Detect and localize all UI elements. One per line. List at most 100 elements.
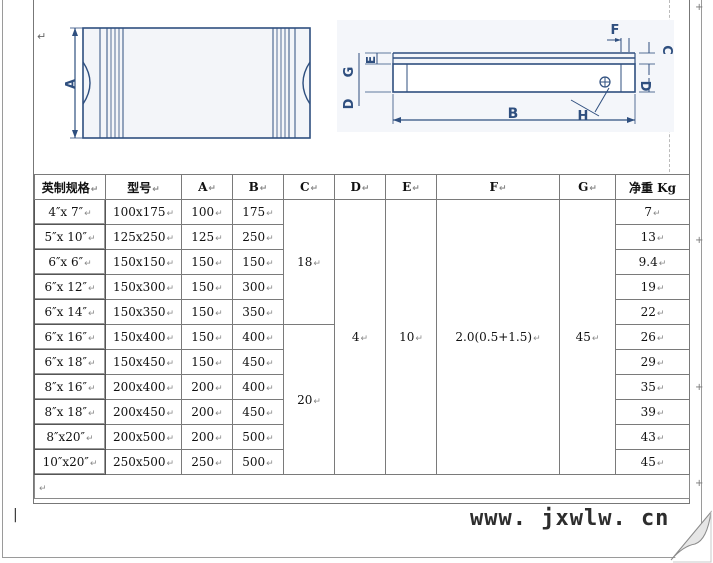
b-cell: 250↵ xyxy=(232,224,284,250)
dimension-label-h: H xyxy=(578,109,589,124)
paragraph-mark: ↵ xyxy=(37,30,47,43)
a-cell: 125↵ xyxy=(181,224,233,250)
weight-cell: 26↵ xyxy=(615,324,690,350)
b-cell: 450↵ xyxy=(232,349,284,375)
imperial-size-cell: 6″x 6″↵ xyxy=(34,249,106,275)
weight-cell: 45↵ xyxy=(615,449,690,475)
table-header-row: 英制规格↵ 型号↵ A↵ B↵ C↵ D↵ E↵ F↵ G↵ 净重 Kg xyxy=(34,174,690,200)
header-a: A↵ xyxy=(181,174,233,200)
model-cell: 125x250↵ xyxy=(105,224,182,250)
a-cell: 250↵ xyxy=(181,449,233,475)
table-row: 8″x 16″↵ 200x400↵ 200↵ 400↵ 35↵ xyxy=(34,374,690,400)
model-cell: 100x175↵ xyxy=(105,199,182,225)
dimension-label-c: C xyxy=(659,45,674,55)
a-cell: 200↵ xyxy=(181,399,233,425)
model-cell: 200x500↵ xyxy=(105,424,182,450)
f-cell: 2.0(0.5+1.5)↵ xyxy=(436,199,560,475)
g-cell: 45↵ xyxy=(559,199,616,475)
table-row: 6″x 6″↵ 150x150↵ 150↵ 150↵ 9.4↵ xyxy=(34,249,690,275)
dimension-label-f: F xyxy=(611,23,620,38)
c-cell-group-1: 18↵ xyxy=(283,199,335,325)
imperial-size-cell: 8″x 18″↵ xyxy=(34,399,106,425)
page-curl-decoration xyxy=(670,510,713,563)
table-row: 6″x 12″↵ 150x300↵ 150↵ 300↵ 19↵ xyxy=(34,274,690,300)
margin-mark: + xyxy=(695,2,704,13)
b-cell: 300↵ xyxy=(232,274,284,300)
page-border xyxy=(2,0,702,558)
b-cell: 500↵ xyxy=(232,424,284,450)
dimension-label-e: E xyxy=(364,56,378,64)
imperial-size-cell: 8″x20″↵ xyxy=(34,424,106,450)
document-frame xyxy=(33,0,690,504)
header-d: D↵ xyxy=(334,174,386,200)
table-row: 6″x 18″↵ 150x450↵ 150↵ 450↵ 29↵ xyxy=(34,349,690,375)
header-model: 型号↵ xyxy=(105,174,182,200)
b-cell: 150↵ xyxy=(232,249,284,275)
a-cell: 200↵ xyxy=(181,424,233,450)
dimension-label-d-left: D xyxy=(342,98,357,109)
imperial-size-cell: 4″x 7″↵ xyxy=(34,199,106,225)
margin-mark: + xyxy=(695,235,704,246)
weight-cell: 39↵ xyxy=(615,399,690,425)
weight-cell: 29↵ xyxy=(615,349,690,375)
table-row: 10″x20″↵ 250x500↵ 250↵ 500↵ 45↵ xyxy=(34,449,690,475)
table-row: 6″x 16″↵ 150x400↵ 150↵ 400↵ 20↵ 26↵ xyxy=(34,324,690,475)
a-cell: 100↵ xyxy=(181,199,233,225)
text-cursor: | xyxy=(13,507,18,523)
a-cell: 150↵ xyxy=(181,249,233,275)
weight-cell: 19↵ xyxy=(615,274,690,300)
e-cell: 10↵ xyxy=(385,199,437,475)
plate-side-view-diagram: B H F C D G E D xyxy=(337,20,674,132)
b-cell: 450↵ xyxy=(232,399,284,425)
a-cell: 200↵ xyxy=(181,374,233,400)
b-cell: 175↵ xyxy=(232,199,284,225)
table-row: 4″x 7″↵ 100x175↵ 100↵ 175↵ 18↵ 4↵ 10↵ 2.… xyxy=(34,199,690,475)
model-cell: 250x500↵ xyxy=(105,449,182,475)
a-cell: 150↵ xyxy=(181,324,233,350)
b-cell: 500↵ xyxy=(232,449,284,475)
weight-cell: 9.4↵ xyxy=(615,249,690,275)
model-cell: 150x150↵ xyxy=(105,249,182,275)
b-cell: 400↵ xyxy=(232,324,284,350)
b-cell: 400↵ xyxy=(232,374,284,400)
c-cell-group-2: 20↵ xyxy=(283,324,335,475)
weight-cell: 35↵ xyxy=(615,374,690,400)
margin-mark: + xyxy=(695,382,704,393)
imperial-size-cell: 6″x 14″↵ xyxy=(34,299,106,325)
weight-cell: 7↵ xyxy=(615,199,690,225)
header-e: E↵ xyxy=(385,174,437,200)
d-cell: 4↵ xyxy=(334,199,386,475)
header-g: G↵ xyxy=(559,174,616,200)
table-empty-row: ↵ xyxy=(34,474,690,499)
empty-paragraph-cell: ↵ xyxy=(34,474,690,499)
model-cell: 150x350↵ xyxy=(105,299,182,325)
model-cell: 200x400↵ xyxy=(105,374,182,400)
imperial-size-cell: 6″x 18″↵ xyxy=(34,349,106,375)
plate-top-view-diagram: A xyxy=(55,22,320,146)
header-imperial-size: 英制规格↵ xyxy=(34,174,106,200)
a-cell: 150↵ xyxy=(181,299,233,325)
margin-mark: + xyxy=(695,478,704,489)
b-cell: 350↵ xyxy=(232,299,284,325)
header-f: F↵ xyxy=(436,174,560,200)
model-cell: 200x450↵ xyxy=(105,399,182,425)
dimension-label-g: G xyxy=(342,67,357,78)
header-b: B↵ xyxy=(232,174,284,200)
header-c: C↵ xyxy=(283,174,335,200)
specification-table: 英制规格↵ 型号↵ A↵ B↵ C↵ D↵ E↵ F↵ G↵ 净重 Kg 4″x… xyxy=(34,174,690,499)
website-watermark: www. jxwlw. cn xyxy=(470,506,670,531)
table-row: 6″x 14″↵ 150x350↵ 150↵ 350↵ 22↵ xyxy=(34,299,690,325)
dimension-label-d-right: D xyxy=(637,81,652,92)
imperial-size-cell: 6″x 16″↵ xyxy=(34,324,106,350)
weight-cell: 43↵ xyxy=(615,424,690,450)
imperial-size-cell: 10″x20″↵ xyxy=(34,449,106,475)
table-row: 5″x 10″↵ 125x250↵ 125↵ 250↵ 13↵ xyxy=(34,224,690,250)
a-cell: 150↵ xyxy=(181,274,233,300)
model-cell: 150x300↵ xyxy=(105,274,182,300)
a-cell: 150↵ xyxy=(181,349,233,375)
weight-cell: 22↵ xyxy=(615,299,690,325)
dimension-label-a: A xyxy=(64,79,79,89)
imperial-size-cell: 5″x 10″↵ xyxy=(34,224,106,250)
imperial-size-cell: 8″x 16″↵ xyxy=(34,374,106,400)
dimension-label-b: B xyxy=(508,106,519,122)
